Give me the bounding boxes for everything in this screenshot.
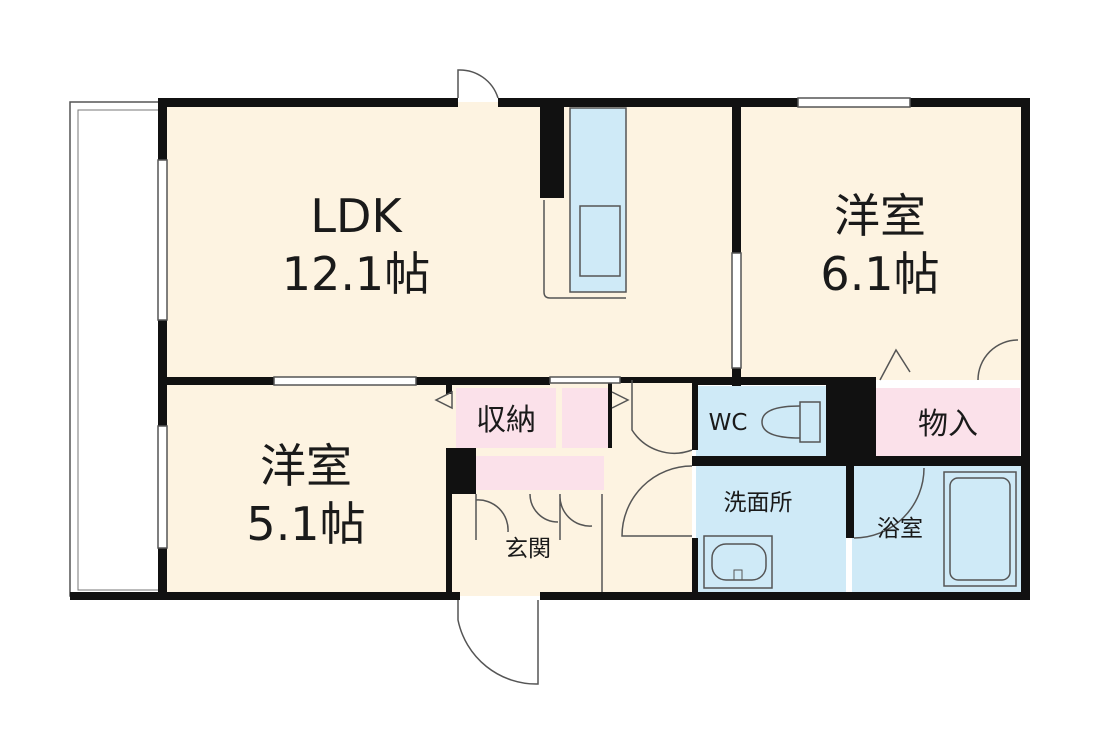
western-room-1-name: 洋室 — [834, 189, 926, 243]
storage-label: 収納 — [476, 403, 536, 438]
washroom-floor — [696, 466, 846, 592]
toilet-floor — [696, 386, 826, 456]
western-room-2-name: 洋室 — [260, 439, 352, 493]
walls — [70, 98, 1030, 600]
western-room-2-size: 5.1帖 — [246, 497, 365, 551]
bathroom-label: 浴室 — [877, 516, 923, 542]
wash-basin — [703, 535, 773, 589]
bathtub — [943, 471, 1017, 587]
entrance-label: 玄関 — [505, 536, 551, 562]
western-room-2-floor — [162, 380, 452, 596]
toilet-label: WC — [709, 410, 748, 436]
shoe-box-floor — [474, 456, 604, 490]
closet-label: 物入 — [918, 407, 978, 442]
ldk-name: LDK — [310, 189, 403, 243]
western-room-1-size: 6.1帖 — [820, 247, 939, 301]
western-room-1-floor — [736, 102, 1026, 380]
closet-floor — [876, 388, 1020, 458]
balcony — [69, 101, 163, 597]
ldk-floor — [162, 102, 736, 380]
ldk-size: 12.1帖 — [282, 247, 430, 301]
toilet — [761, 401, 821, 443]
storage-floor — [456, 388, 556, 448]
storage-floor-2 — [562, 388, 610, 448]
windows — [157, 97, 911, 549]
washroom-label: 洗面所 — [724, 490, 793, 516]
doors — [434, 69, 1019, 685]
kitchen-counter — [543, 107, 627, 299]
